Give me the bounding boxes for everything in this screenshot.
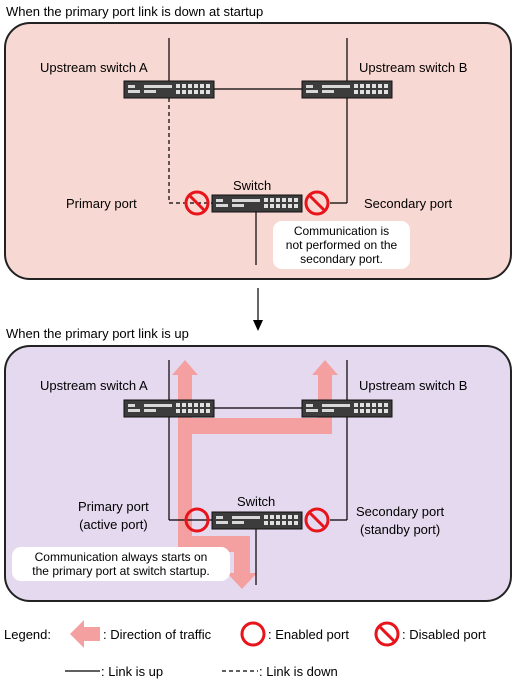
secondary-port-role: (standby port) — [359, 522, 441, 537]
disabled-port-icon — [304, 507, 330, 533]
secondary-port-line: Secondary port — [356, 504, 445, 519]
upstream-switch-b-label: Upstream switch B — [359, 378, 468, 393]
callout-line: not performed on the — [285, 238, 398, 252]
upstream-switch-a-icon — [123, 80, 215, 99]
traffic-arrow-icon — [70, 620, 100, 648]
startup-callout: Communication always starts on the prima… — [12, 547, 230, 581]
enabled-port-icon — [240, 621, 266, 647]
upstream-switch-b-icon — [301, 399, 393, 418]
startup-down-panel — [4, 22, 512, 280]
switch-icon — [211, 511, 303, 530]
upstream-switch-b-icon — [301, 80, 393, 99]
secondary-port-callout: Communication is not performed on the se… — [273, 221, 410, 269]
switch-label: Switch — [233, 178, 272, 193]
traffic-arrow-icon — [172, 360, 338, 589]
transition-arrow-icon — [253, 288, 263, 331]
switch-icon — [211, 194, 303, 213]
callout-line: secondary port. — [300, 252, 383, 266]
legend-disabled-label: : Disabled port — [402, 627, 486, 642]
legend-link-down-label: : Link is down — [259, 664, 338, 679]
upstream-switch-a-label: Upstream switch A — [40, 378, 148, 393]
disabled-port-icon — [184, 190, 210, 216]
top-section-title: When the primary port link is down at st… — [6, 4, 264, 19]
callout-line: the primary port at switch startup. — [32, 564, 210, 578]
primary-port-label: Primary port (active port) — [78, 499, 149, 532]
legend-link-up-label: : Link is up — [101, 664, 164, 679]
primary-port-role: (active port) — [79, 517, 148, 532]
callout-line: Communication always starts on — [34, 550, 208, 564]
upstream-switch-a-icon — [123, 399, 215, 418]
callout-line: Communication is — [293, 224, 390, 238]
primary-port-line: Primary port — [78, 499, 149, 514]
upstream-switch-a-label: Upstream switch A — [40, 60, 148, 75]
upstream-switch-b-label: Upstream switch B — [359, 60, 468, 75]
disabled-port-icon — [304, 190, 330, 216]
legend-traffic-label: : Direction of traffic — [103, 627, 212, 642]
secondary-port-label: Secondary port — [364, 196, 453, 211]
bottom-section-title: When the primary port link is up — [6, 326, 189, 341]
disabled-port-icon — [374, 621, 400, 647]
switch-label: Switch — [237, 494, 276, 509]
enabled-port-icon — [184, 507, 210, 533]
legend-title: Legend: — [4, 627, 51, 642]
primary-port-label: Primary port — [66, 196, 137, 211]
secondary-port-label: Secondary port (standby port) — [356, 504, 444, 537]
legend-enabled-label: : Enabled port — [268, 627, 349, 642]
